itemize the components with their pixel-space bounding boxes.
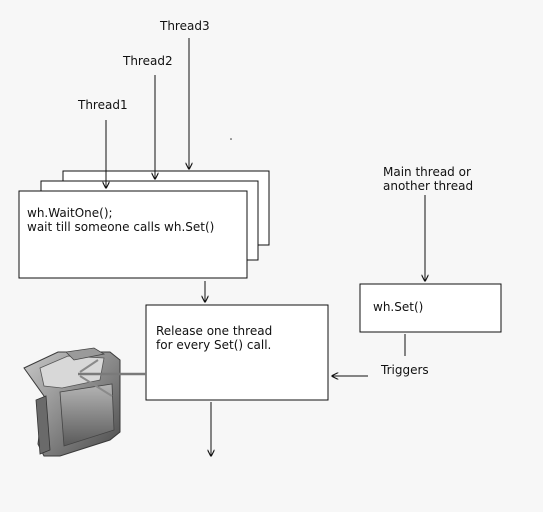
set-box (359, 283, 502, 333)
stray-dot (230, 138, 232, 140)
thread1-label: Thread1 (78, 98, 128, 112)
wait-box-line1: wh.WaitOne(); (27, 206, 113, 220)
thread3-label: Thread3 (160, 19, 210, 33)
release-box (145, 304, 329, 401)
turnstile-gate-image (23, 347, 146, 457)
thread2-label: Thread2 (123, 54, 173, 68)
main-thread-label-line1: Main thread or (383, 165, 471, 179)
triggers-label: Triggers (381, 363, 429, 377)
release-box-line1: Release one thread (156, 324, 273, 338)
wait-box-front (18, 190, 248, 279)
wait-box-line2: wait till someone calls wh.Set() (27, 220, 215, 234)
set-box-text: wh.Set() (373, 300, 424, 314)
main-thread-label-line2: another thread (383, 179, 474, 193)
release-box-line2: for every Set() call. (156, 338, 272, 352)
